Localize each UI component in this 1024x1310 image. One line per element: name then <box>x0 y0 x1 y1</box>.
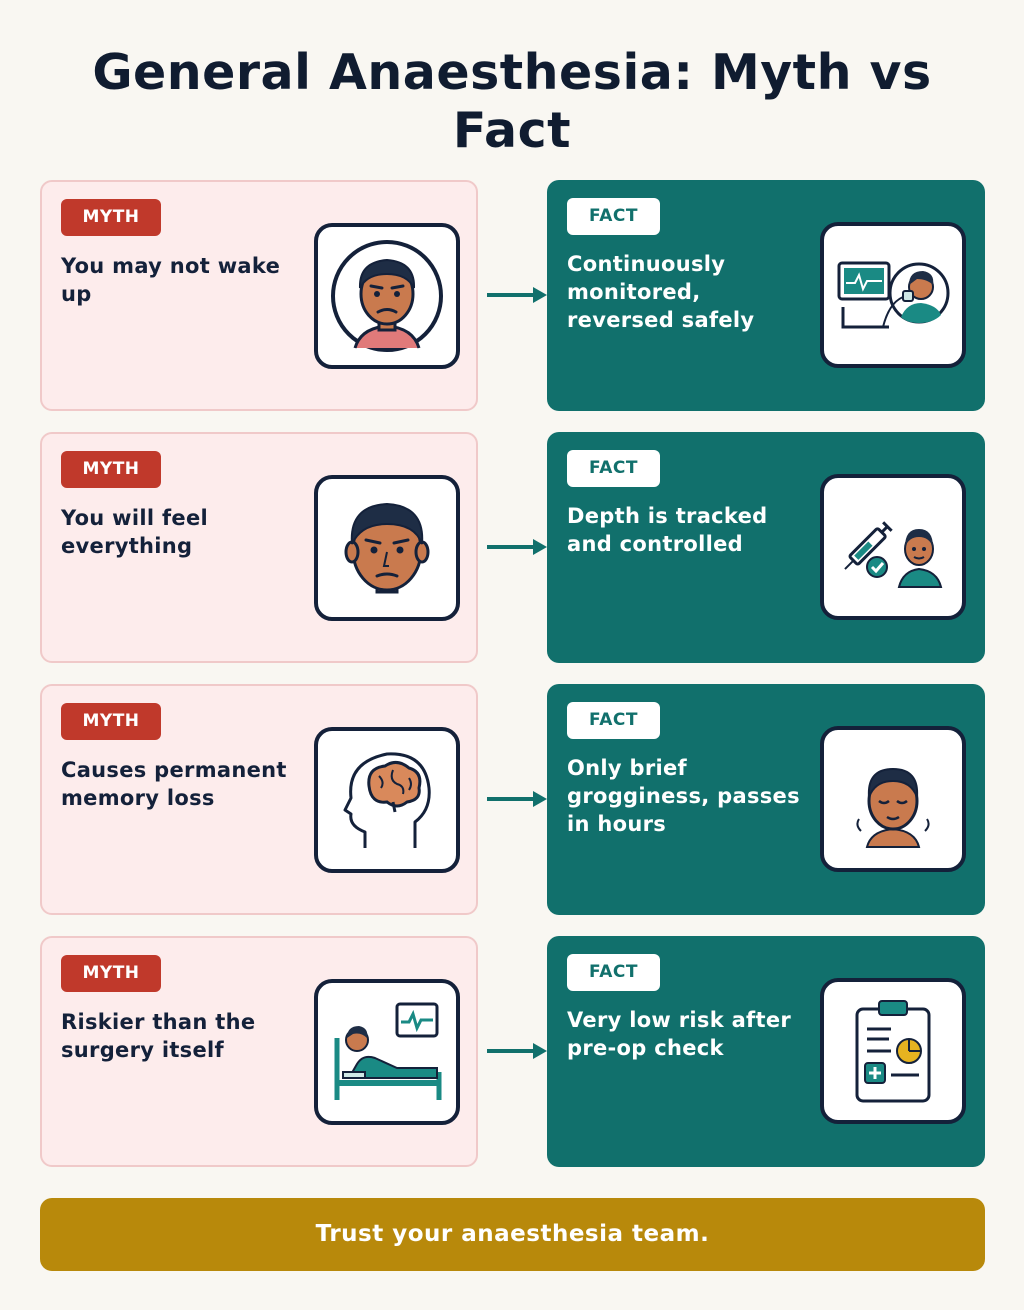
myth-text: You will feel everything <box>61 506 208 558</box>
fact-text: Depth is tracked and controlled <box>567 504 768 556</box>
fact-badge: FACT <box>567 954 660 991</box>
fact-badge: FACT <box>567 198 660 235</box>
arrow-right-icon <box>487 287 547 303</box>
myth-badge: MYTH <box>61 199 161 236</box>
fact-text: Very low risk after pre-op check <box>567 1008 792 1060</box>
myth-badge: MYTH <box>61 451 161 488</box>
drowsy-face-icon <box>820 726 966 872</box>
myth-fact-row: MYTH You will feel everything FACT Depth… <box>40 432 985 663</box>
myth-card: MYTH Riskier than the surgery itself <box>40 936 478 1167</box>
myth-text: Riskier than the surgery itself <box>61 1010 256 1062</box>
fact-card: FACT Only brief grogginess, passes in ho… <box>547 684 985 915</box>
fact-card: FACT Continuously monitored, reversed sa… <box>547 180 985 411</box>
fact-card: FACT Very low risk after pre-op check <box>547 936 985 1167</box>
page-title: General Anaesthesia: Myth vs Fact <box>92 44 932 159</box>
syringe-check-icon <box>820 474 966 620</box>
fact-badge: FACT <box>567 450 660 487</box>
myth-fact-row: MYTH Riskier than the surgery itself FAC… <box>40 936 985 1167</box>
worried-face-icon <box>314 223 460 369</box>
fact-text: Continuously monitored, reversed safely <box>567 252 755 332</box>
myth-text: You may not wake up <box>61 254 281 306</box>
hospital-bed-icon <box>314 979 460 1125</box>
arrow-right-icon <box>487 791 547 807</box>
myth-badge: MYTH <box>61 955 161 992</box>
myth-card: MYTH You may not wake up <box>40 180 478 411</box>
myth-card: MYTH You will feel everything <box>40 432 478 663</box>
myth-fact-row: MYTH Causes permanent memory loss FACT O… <box>40 684 985 915</box>
clipboard-chart-icon <box>820 978 966 1124</box>
fact-text: Only brief grogginess, passes in hours <box>567 756 800 836</box>
fact-badge: FACT <box>567 702 660 739</box>
anxious-face-icon <box>314 475 460 621</box>
fact-card: FACT Depth is tracked and controlled <box>547 432 985 663</box>
arrow-right-icon <box>487 1043 547 1059</box>
footer-banner: Trust your anaesthesia team. <box>40 1198 985 1271</box>
brain-head-icon <box>314 727 460 873</box>
myth-text: Causes permanent memory loss <box>61 758 287 810</box>
myth-fact-row: MYTH You may not wake up FACT Continuous… <box>40 180 985 411</box>
myth-card: MYTH Causes permanent memory loss <box>40 684 478 915</box>
myth-badge: MYTH <box>61 703 161 740</box>
monitor-patient-icon <box>820 222 966 368</box>
arrow-right-icon <box>487 539 547 555</box>
